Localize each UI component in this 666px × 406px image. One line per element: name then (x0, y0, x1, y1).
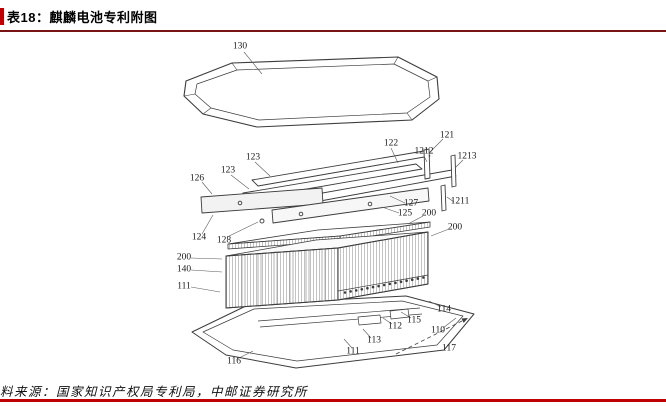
source-text: 料来源：国家知识产权局专利局，中邮证券研究所 (0, 385, 309, 399)
leader-lines (190, 51, 464, 360)
top-cover (183, 56, 440, 128)
cell-array (225, 221, 431, 309)
front-bar-right (271, 187, 430, 224)
end-plate-1213 (450, 154, 457, 188)
header-rule (0, 30, 666, 32)
crossbeam-assembly (200, 148, 457, 224)
header-accent-bar (0, 8, 4, 25)
end-plate-1211 (440, 184, 447, 212)
end-plate-1212 (423, 148, 431, 180)
footer-rule (0, 399, 666, 402)
dimension-arrow-117 (395, 318, 468, 355)
figure-title: 表18：麒麟电池专利附图 (7, 10, 158, 25)
figure-header: 表18：麒麟电池专利附图 (0, 7, 157, 26)
terminal-dots-row (343, 276, 425, 294)
